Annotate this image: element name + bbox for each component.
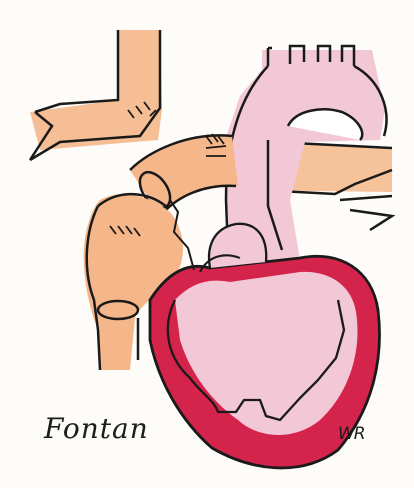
diagram-caption: Fontan [44,412,149,445]
artist-signature: WR [338,424,365,444]
superior-vena-cava [30,30,162,160]
